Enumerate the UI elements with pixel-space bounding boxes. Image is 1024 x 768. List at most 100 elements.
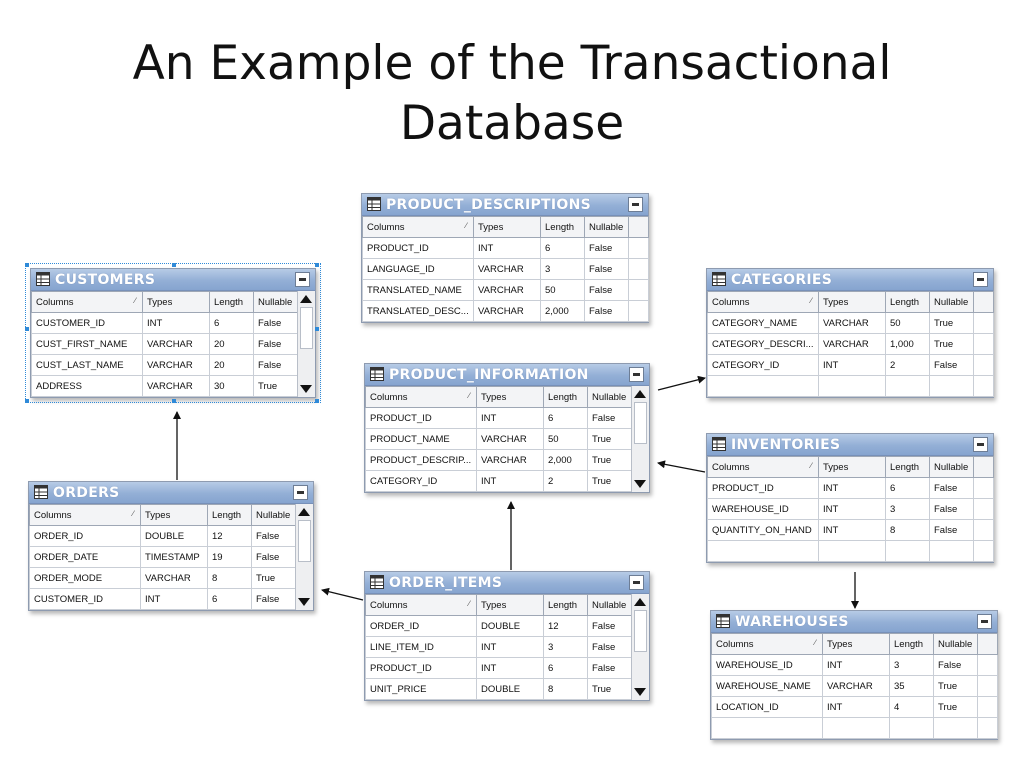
selection-handle[interactable] (172, 399, 176, 403)
column-header-length[interactable]: Length (543, 386, 588, 408)
column-header-columns[interactable]: Columns∕ (362, 216, 474, 238)
column-header-length[interactable]: Length (885, 456, 930, 478)
restore-window-icon[interactable] (977, 614, 992, 629)
column-header-length[interactable]: Length (207, 504, 252, 526)
table-title-bar[interactable]: ORDER_ITEMS (365, 572, 649, 594)
column-header-columns[interactable]: Columns∕ (29, 504, 141, 526)
column-header-types[interactable]: Types (473, 216, 541, 238)
selection-handle[interactable] (172, 263, 176, 267)
column-header-nullable[interactable]: Nullable (587, 594, 632, 616)
selection-handle[interactable] (315, 399, 319, 403)
restore-window-icon[interactable] (629, 575, 644, 590)
column-header-nullable[interactable]: Nullable (253, 291, 298, 313)
column-header-nullable[interactable]: Nullable (929, 456, 974, 478)
scroll-up-arrow-icon[interactable] (634, 390, 646, 398)
restore-window-icon[interactable] (295, 272, 310, 287)
column-header-length[interactable]: Length (889, 633, 934, 655)
column-header-nullable[interactable]: Nullable (587, 386, 632, 408)
column-header-columns[interactable]: Columns∕ (707, 291, 819, 313)
restore-window-icon[interactable] (973, 437, 988, 452)
scroll-up-arrow-icon[interactable] (634, 598, 646, 606)
restore-window-icon[interactable] (629, 367, 644, 382)
restore-window-icon[interactable] (628, 197, 643, 212)
restore-window-icon[interactable] (973, 272, 988, 287)
table-title-bar[interactable]: WAREHOUSES (711, 611, 997, 633)
column-header-columns[interactable]: Columns∕ (365, 594, 477, 616)
vertical-scrollbar[interactable] (631, 386, 649, 492)
column-header-columns[interactable]: Columns∕ (31, 291, 143, 313)
table-title-bar[interactable]: ORDERS (29, 482, 313, 504)
scroll-down-arrow-icon[interactable] (300, 385, 312, 393)
column-header-types[interactable]: Types (476, 594, 544, 616)
scroll-thumb[interactable] (634, 402, 647, 444)
selection-handle[interactable] (315, 263, 319, 267)
column-header-types[interactable]: Types (140, 504, 208, 526)
table-title-bar[interactable]: CATEGORIES (707, 269, 993, 291)
column-header-columns[interactable]: Columns∕ (707, 456, 819, 478)
restore-window-icon[interactable] (293, 485, 308, 500)
vertical-scrollbar[interactable] (295, 504, 313, 610)
table-title-bar[interactable]: PRODUCT_DESCRIPTIONS (362, 194, 648, 216)
scroll-up-arrow-icon[interactable] (300, 295, 312, 303)
table-title-bar[interactable]: PRODUCT_INFORMATION (365, 364, 649, 386)
scroll-thumb[interactable] (300, 307, 313, 349)
column-header-columns[interactable]: Columns∕ (711, 633, 823, 655)
column-header-columns[interactable]: Columns∕ (365, 386, 477, 408)
column-header-types[interactable]: Types (476, 386, 544, 408)
selection-handle[interactable] (25, 263, 29, 267)
vertical-scrollbar[interactable] (297, 291, 315, 397)
column-header-length[interactable]: Length (885, 291, 930, 313)
scroll-thumb[interactable] (634, 610, 647, 652)
scroll-down-arrow-icon[interactable] (298, 598, 310, 606)
column-header-length[interactable]: Length (209, 291, 254, 313)
column-header-types[interactable]: Types (818, 291, 886, 313)
scroll-up-arrow-icon[interactable] (298, 508, 310, 516)
column-header-nullable[interactable]: Nullable (584, 216, 629, 238)
column-header-types[interactable]: Types (142, 291, 210, 313)
selection-handle[interactable] (25, 399, 29, 403)
column-header-nullable[interactable]: Nullable (933, 633, 978, 655)
scroll-down-arrow-icon[interactable] (634, 480, 646, 488)
column-header-types[interactable]: Types (822, 633, 890, 655)
table-title-bar[interactable]: INVENTORIES (707, 434, 993, 456)
column-header-length[interactable]: Length (540, 216, 585, 238)
column-header-length[interactable]: Length (543, 594, 588, 616)
scroll-down-arrow-icon[interactable] (634, 688, 646, 696)
column-header-types[interactable]: Types (818, 456, 886, 478)
scroll-thumb[interactable] (298, 520, 311, 562)
vertical-scrollbar[interactable] (631, 594, 649, 700)
selection-handle[interactable] (25, 327, 29, 331)
